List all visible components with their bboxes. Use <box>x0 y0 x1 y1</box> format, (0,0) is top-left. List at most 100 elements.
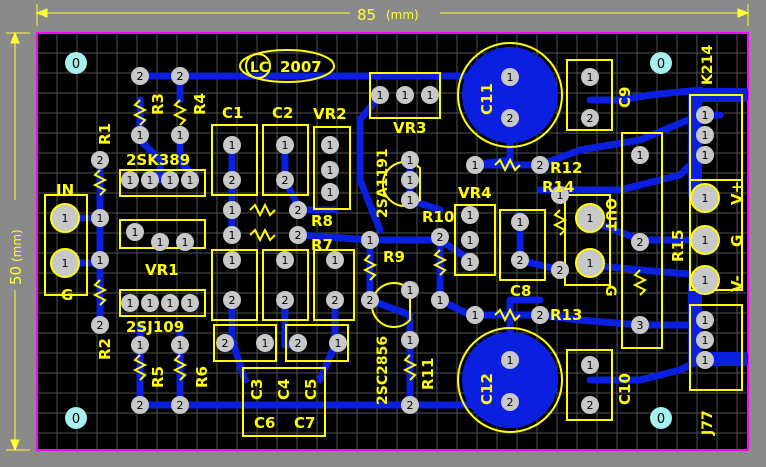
pad-49 <box>401 171 419 189</box>
pad-76-number: 2 <box>587 399 594 412</box>
pad-44 <box>329 334 347 352</box>
pad-6-number: 1 <box>97 212 104 225</box>
pad-9 <box>131 336 149 354</box>
pad-2 <box>171 67 189 85</box>
pad-63 <box>551 261 569 279</box>
pad-49-number: 1 <box>407 174 414 187</box>
pad-31 <box>289 226 307 244</box>
connector-pad-6 <box>690 225 720 255</box>
pad-2-number: 2 <box>177 70 184 83</box>
pad-51-number: 1 <box>367 234 374 247</box>
height-dimension <box>6 31 30 452</box>
pad-41 <box>216 334 234 352</box>
pad-50-number: 1 <box>407 194 414 207</box>
pad-13 <box>121 171 139 189</box>
year-text: 2007 <box>280 58 322 76</box>
pad-23-number: 1 <box>132 226 139 239</box>
pad-10 <box>171 336 189 354</box>
label-r13: R13 <box>550 306 582 324</box>
pad-31-number: 2 <box>295 229 302 242</box>
pad-28 <box>223 201 241 219</box>
label-2sj109: 2SJ109 <box>126 318 184 336</box>
pad-27-number: 2 <box>282 174 289 187</box>
pad-25 <box>223 171 241 189</box>
pad-26-number: 1 <box>282 139 289 152</box>
pad-16 <box>181 171 199 189</box>
pad-42-number: 1 <box>262 337 269 350</box>
label-g-pwr: G <box>728 235 746 247</box>
pad-32 <box>223 251 241 269</box>
pad-55-number: 1 <box>407 334 414 347</box>
pad-78 <box>631 233 649 251</box>
pad-27 <box>276 171 294 189</box>
pad-79 <box>631 316 649 334</box>
pad-34 <box>276 251 294 269</box>
label-c3: C3 <box>248 379 266 400</box>
height-value: 50 <box>7 266 25 285</box>
label-c12: C12 <box>478 373 496 405</box>
connector-pad-6-number: 1 <box>702 234 709 247</box>
label-c8: C8 <box>510 282 531 300</box>
label-r3: R3 <box>149 93 167 115</box>
label-vplus: V+ <box>728 181 746 205</box>
pad-38-number: 1 <box>327 139 334 152</box>
pad-85-number: 1 <box>702 354 709 367</box>
label-vr2: VR2 <box>313 105 347 123</box>
pad-57 <box>401 281 419 299</box>
pad-65-number: 1 <box>467 234 474 247</box>
pad-12 <box>171 396 189 414</box>
silkscreen-labels: LC 2007 IN G R1 R2 R3 R4 R5 R6 2SK389 2S… <box>56 45 746 436</box>
pad-20 <box>181 294 199 312</box>
pad-35-number: 2 <box>282 294 289 307</box>
pad-50 <box>401 191 419 209</box>
pad-16-number: 1 <box>187 174 194 187</box>
pad-13-number: 1 <box>127 174 134 187</box>
pad-53 <box>431 228 449 246</box>
pad-37-number: 2 <box>332 294 339 307</box>
pad-69-number: 1 <box>507 71 514 84</box>
height-unit: (mm) <box>10 229 24 262</box>
pad-1-number: 2 <box>137 70 144 83</box>
board-outline <box>36 32 749 451</box>
pad-40-number: 1 <box>327 186 334 199</box>
label-r10: R10 <box>422 208 454 226</box>
mount-hole-label-3: 0 <box>72 412 80 427</box>
label-2sk389: 2SK389 <box>126 151 190 169</box>
pad-64 <box>461 206 479 224</box>
pad-19-number: 1 <box>167 297 174 310</box>
mount-hole-label-1: 0 <box>72 57 80 72</box>
label-c2: C2 <box>272 104 293 122</box>
label-c9: C9 <box>616 87 634 108</box>
label-r11: R11 <box>419 358 437 390</box>
pad-11 <box>131 396 149 414</box>
pad-74-number: 2 <box>587 112 594 125</box>
label-out: OUT <box>602 198 618 231</box>
pad-17-number: 1 <box>127 297 134 310</box>
pad-71-number: 1 <box>507 354 514 367</box>
pad-60 <box>466 306 484 324</box>
pad-77-number: 1 <box>637 149 644 162</box>
pad-75 <box>581 356 599 374</box>
label-2sc2856: 2SC2856 <box>375 336 391 405</box>
label-vminus: V- <box>728 275 746 292</box>
pad-7-number: 1 <box>97 254 104 267</box>
pad-85 <box>696 351 714 369</box>
pad-72 <box>501 393 519 411</box>
connector-pad-4-number: 1 <box>587 257 594 270</box>
label-vr1: VR1 <box>145 261 179 279</box>
pad-52 <box>361 291 379 309</box>
pad-64-number: 1 <box>467 209 474 222</box>
pad-5-number: 2 <box>97 154 104 167</box>
pad-80 <box>696 106 714 124</box>
label-r1: R1 <box>96 123 114 145</box>
pad-25-number: 2 <box>229 174 236 187</box>
pad-58 <box>466 156 484 174</box>
pad-68 <box>511 251 529 269</box>
pad-14 <box>141 171 159 189</box>
width-unit: (mm) <box>386 8 419 22</box>
label-g-out: G <box>602 285 618 297</box>
pad-29-number: 1 <box>229 229 236 242</box>
label-k214: K214 <box>700 45 716 85</box>
pad-15 <box>161 171 179 189</box>
label-r4: R4 <box>191 93 209 115</box>
